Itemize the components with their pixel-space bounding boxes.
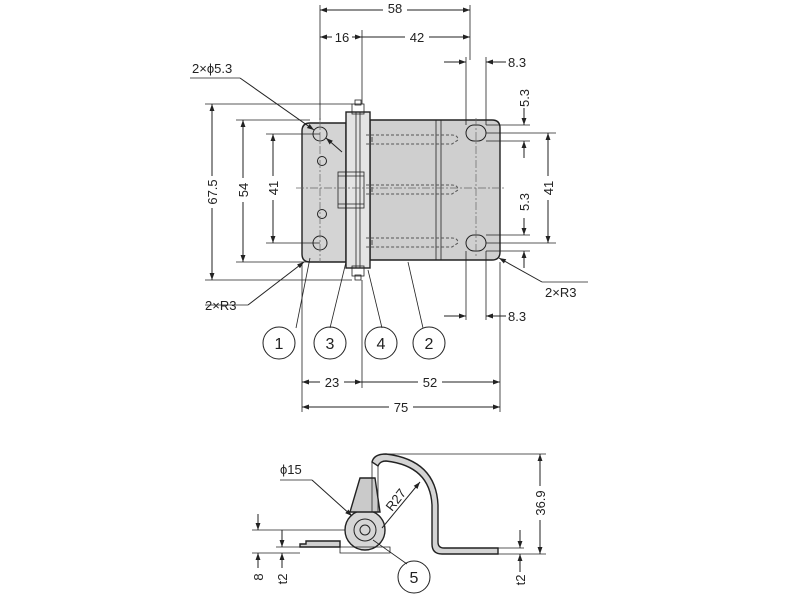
dim-58: 58 (388, 1, 402, 16)
dim-bend-radius: R27 (383, 486, 410, 514)
left-dimensions: 67.5 54 41 2×ϕ5.3 2×R3 2×R3 (190, 61, 588, 313)
pin-knuckle (345, 111, 371, 269)
top-view (296, 99, 506, 281)
side-left-leaf (299, 540, 341, 548)
dim-5-3-top: 5.3 (517, 89, 532, 107)
dim-pin-dia: ϕ15 (280, 462, 302, 477)
bottom-dimensions: 23 52 75 (301, 262, 501, 415)
dim-t2-right: t2 (513, 575, 528, 586)
dim-8: 8 (251, 573, 266, 580)
right-leaf (369, 119, 501, 261)
dim-54: 54 (236, 183, 251, 197)
top-dimensions: 58 16 42 8.3 5.3 5.3 41 (319, 0, 556, 324)
dim-67-5: 67.5 (205, 179, 220, 204)
dim-41-left: 41 (266, 181, 281, 195)
dim-5-3-mid: 5.3 (517, 193, 532, 211)
dim-23: 23 (325, 375, 339, 390)
dim-16: 16 (335, 30, 349, 45)
dim-42: 42 (410, 30, 424, 45)
dim-41-right: 41 (541, 181, 556, 195)
left-leaf (301, 122, 347, 263)
dim-8-3-top: 8.3 (508, 55, 526, 70)
callout-3: 3 (326, 336, 335, 353)
side-right-curve (371, 453, 499, 555)
callout-5: 5 (410, 570, 419, 587)
callouts: 1 3 4 2 (262, 257, 446, 360)
callout-4: 4 (377, 336, 386, 353)
dim-36-9: 36.9 (533, 490, 548, 515)
side-view (299, 453, 499, 555)
callout-2: 2 (425, 336, 434, 353)
side-dimensions: 36.9 t2 8 t2 ϕ15 R27 5 (251, 453, 548, 594)
dim-52: 52 (423, 375, 437, 390)
dim-75: 75 (394, 400, 408, 415)
dim-t2-left: t2 (275, 574, 290, 585)
dim-radius-right: 2×R3 (545, 285, 576, 300)
callout-1: 1 (275, 336, 284, 353)
dim-radius-left: 2×R3 (205, 298, 236, 313)
dim-hole-dia: 2×ϕ5.3 (192, 61, 232, 76)
dim-8-3-bottom: 8.3 (508, 309, 526, 324)
